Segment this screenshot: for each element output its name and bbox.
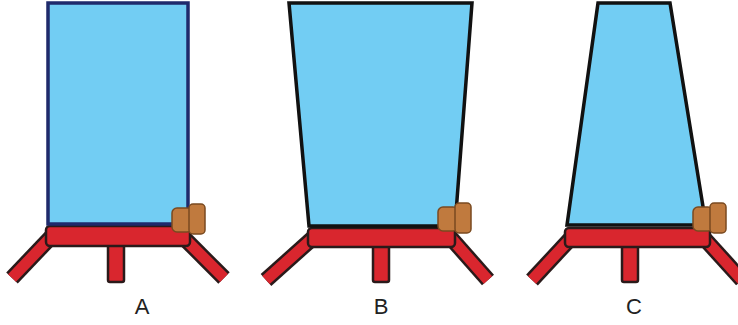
container-label: C bbox=[626, 296, 642, 318]
container-a bbox=[12, 3, 224, 282]
stand-top bbox=[46, 226, 190, 246]
tap-cap bbox=[710, 203, 726, 233]
tap-cap bbox=[455, 203, 471, 233]
tap bbox=[438, 203, 471, 233]
container-c bbox=[532, 3, 738, 282]
container-label: B bbox=[374, 296, 389, 318]
tap bbox=[693, 203, 726, 233]
water-tank bbox=[289, 3, 472, 226]
stand-top bbox=[565, 228, 710, 247]
tap-cap bbox=[189, 204, 205, 234]
water-tank bbox=[48, 3, 188, 224]
stand-top bbox=[308, 228, 455, 247]
water-tank bbox=[567, 3, 706, 225]
stand bbox=[266, 228, 488, 282]
stand bbox=[532, 228, 738, 282]
container-b bbox=[266, 3, 488, 282]
tap bbox=[172, 204, 205, 234]
container-label: A bbox=[135, 296, 150, 318]
